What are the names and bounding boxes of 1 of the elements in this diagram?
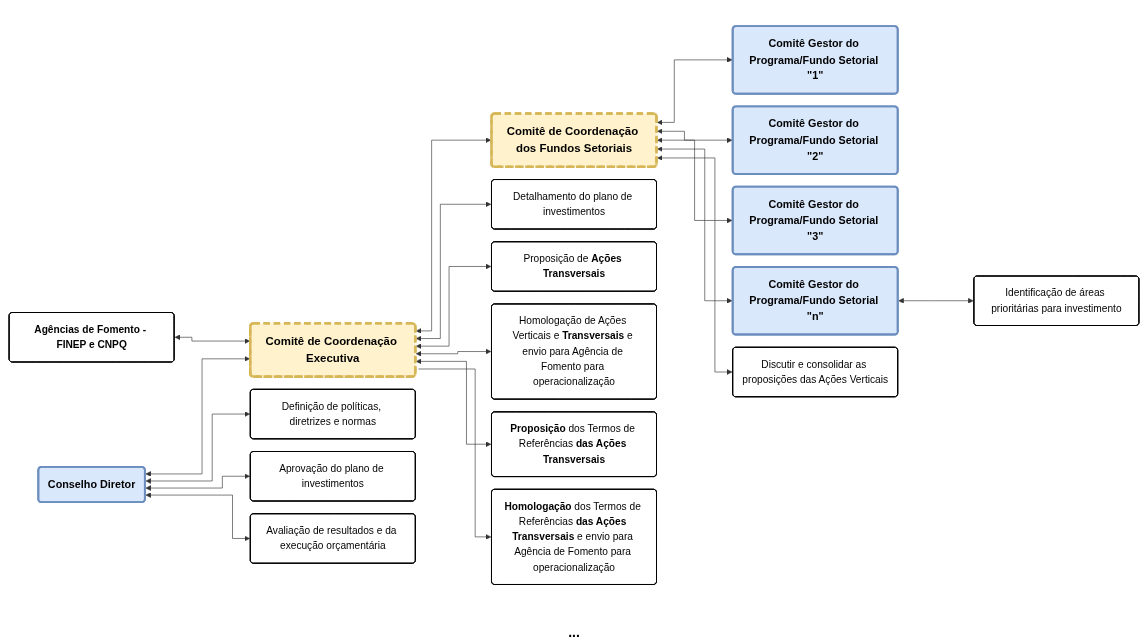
note-text: ... <box>568 624 580 640</box>
